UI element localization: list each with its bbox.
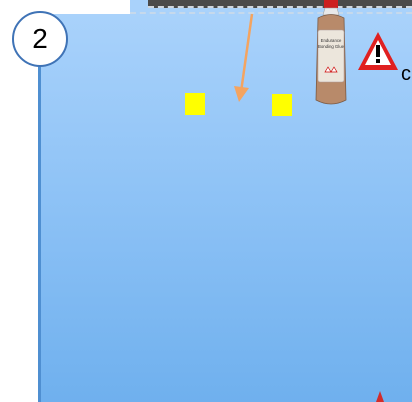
dashed-guide-line bbox=[130, 12, 412, 14]
step-number: 2 bbox=[32, 23, 48, 55]
warning-triangle-icon bbox=[356, 30, 400, 74]
bottle-label-line2: Bonding Glue bbox=[318, 44, 345, 49]
step-number-badge: 2 bbox=[12, 11, 68, 67]
cut-off-text: c bbox=[401, 64, 411, 84]
marker-square-right bbox=[272, 94, 292, 116]
marker-square-left bbox=[185, 93, 205, 115]
arrow-down-icon bbox=[230, 12, 260, 104]
bottle-label-line1: Endurance bbox=[321, 38, 342, 43]
top-dark-bar bbox=[148, 0, 412, 8]
red-marker-icon bbox=[374, 391, 386, 402]
glue-bottle-icon: Endurance Bonding Glue bbox=[313, 0, 349, 108]
